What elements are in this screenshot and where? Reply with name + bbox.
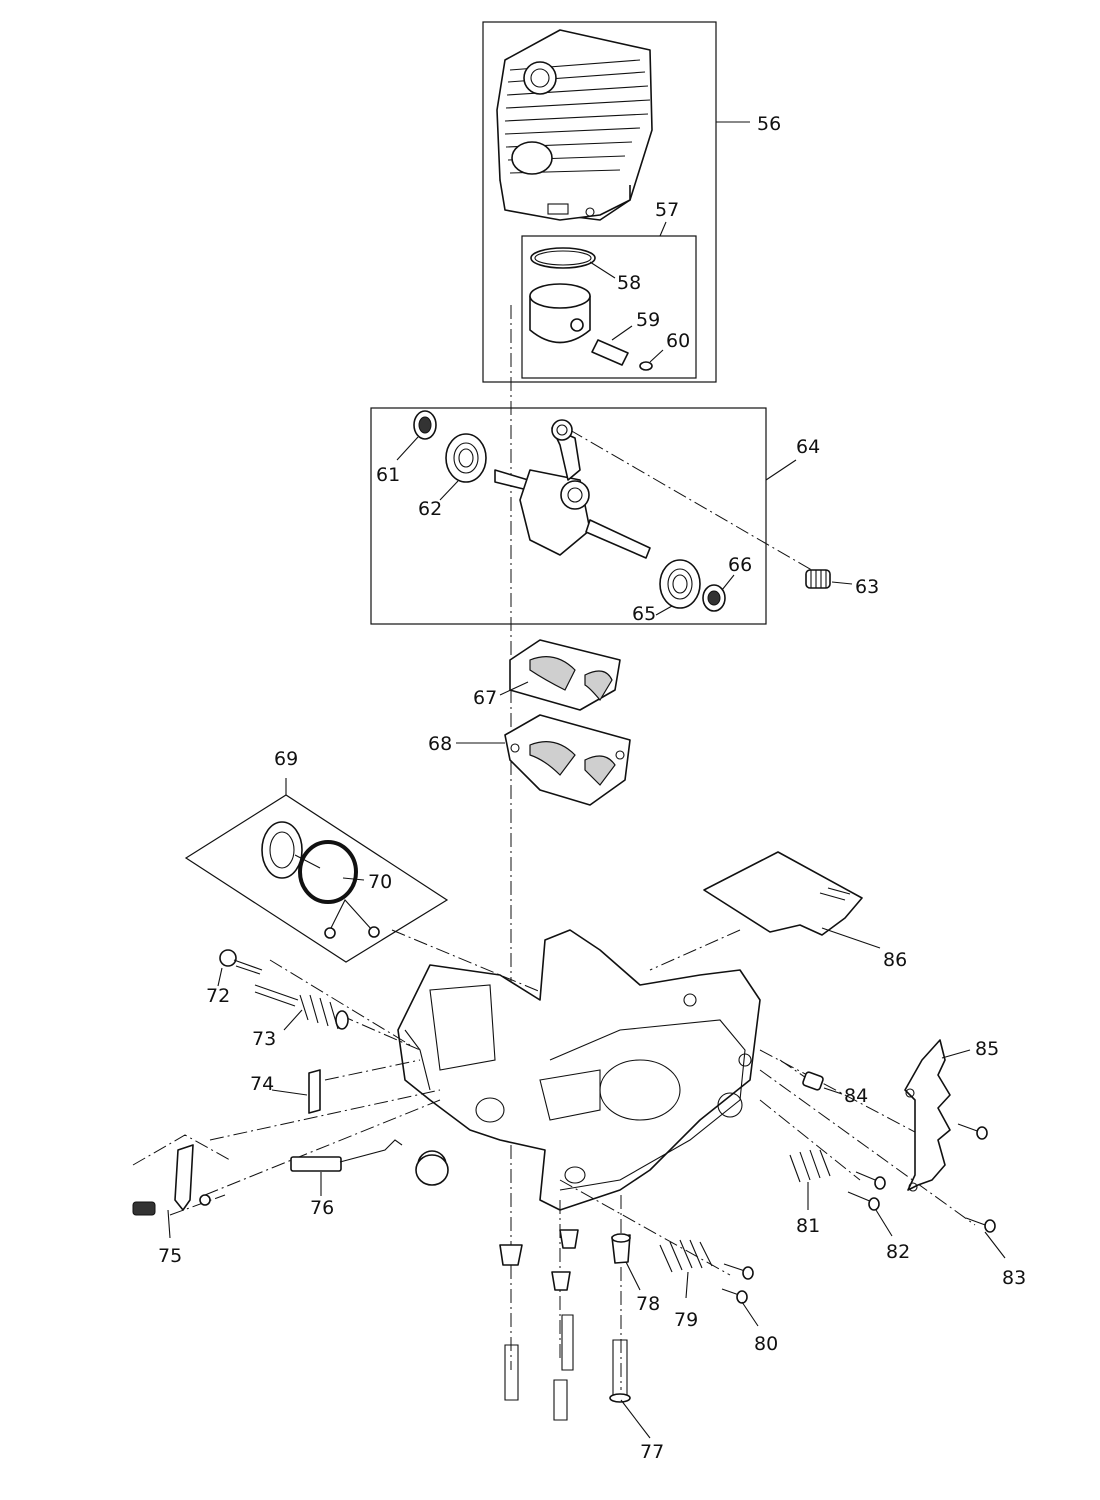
plate-74	[308, 1069, 321, 1114]
pin-84	[802, 1071, 824, 1091]
oil-pump-hose	[324, 899, 380, 939]
callout-61: 61	[376, 464, 400, 486]
callout-83: 83	[1002, 1267, 1026, 1289]
callout-85: 85	[975, 1038, 999, 1060]
cylinder-assembly-box	[482, 21, 717, 383]
callout-72: 72	[206, 985, 230, 1007]
intake-base	[504, 714, 631, 806]
callout-81: 81	[796, 1215, 820, 1237]
spring-79	[659, 1239, 713, 1273]
crankshaft	[494, 419, 651, 559]
needle-bearing	[805, 569, 831, 589]
callout-65: 65	[632, 603, 656, 625]
lever-bracket-lines	[132, 1134, 231, 1166]
callout-69: 69	[274, 748, 298, 770]
callout-82: 82	[886, 1241, 910, 1263]
chain-catcher-85	[904, 1039, 988, 1192]
screws-82	[847, 1171, 886, 1211]
piston-kit-box	[521, 235, 697, 379]
callout-74: 74	[250, 1073, 274, 1095]
spring-81	[789, 1149, 831, 1183]
oil-pump-box	[184, 794, 449, 963]
callout-68: 68	[428, 733, 452, 755]
lever-75	[132, 1144, 211, 1216]
bolt-72b	[254, 984, 299, 1007]
callout-86: 86	[883, 949, 907, 971]
callout-79: 79	[674, 1309, 698, 1331]
bearing-right	[659, 559, 701, 609]
callout-78: 78	[636, 1293, 660, 1315]
callout-63: 63	[855, 576, 879, 598]
oil-seal-left	[413, 410, 437, 440]
callout-80: 80	[754, 1333, 778, 1355]
primer-bulb	[415, 1154, 449, 1186]
callout-57: 57	[655, 199, 679, 221]
cylinder-gasket	[509, 639, 621, 711]
piston-ring	[530, 247, 596, 269]
callout-64: 64	[796, 436, 820, 458]
crankcase-body	[397, 929, 761, 1211]
oil-pump-o-ring	[298, 840, 358, 904]
bolt-72	[219, 949, 263, 975]
piston	[529, 283, 591, 344]
callout-76: 76	[310, 1197, 334, 1219]
callout-66: 66	[728, 554, 752, 576]
oil-seal-right	[702, 584, 726, 612]
callout-59: 59	[636, 309, 660, 331]
bearing-left	[445, 433, 487, 483]
bolts-77	[499, 1229, 631, 1421]
callout-67: 67	[473, 687, 497, 709]
callout-62: 62	[418, 498, 442, 520]
spring-73	[299, 994, 349, 1030]
callout-60: 60	[666, 330, 690, 352]
screw-83	[965, 1217, 996, 1233]
cover-plate	[703, 851, 863, 936]
callout-70: 70	[368, 871, 392, 893]
screws-80	[721, 1263, 754, 1304]
callout-75: 75	[158, 1245, 182, 1267]
callout-58: 58	[617, 272, 641, 294]
cylinder-drawing	[496, 29, 653, 221]
callout-77: 77	[640, 1441, 664, 1463]
bushing-78	[611, 1233, 631, 1264]
pin-circlip	[639, 361, 653, 371]
crankshaft-assembly-box	[370, 407, 767, 625]
callout-84: 84	[844, 1085, 868, 1107]
callout-73: 73	[252, 1028, 276, 1050]
piston-pin	[591, 339, 629, 366]
oil-pump-drive	[261, 821, 321, 879]
callout-56: 56	[757, 113, 781, 135]
